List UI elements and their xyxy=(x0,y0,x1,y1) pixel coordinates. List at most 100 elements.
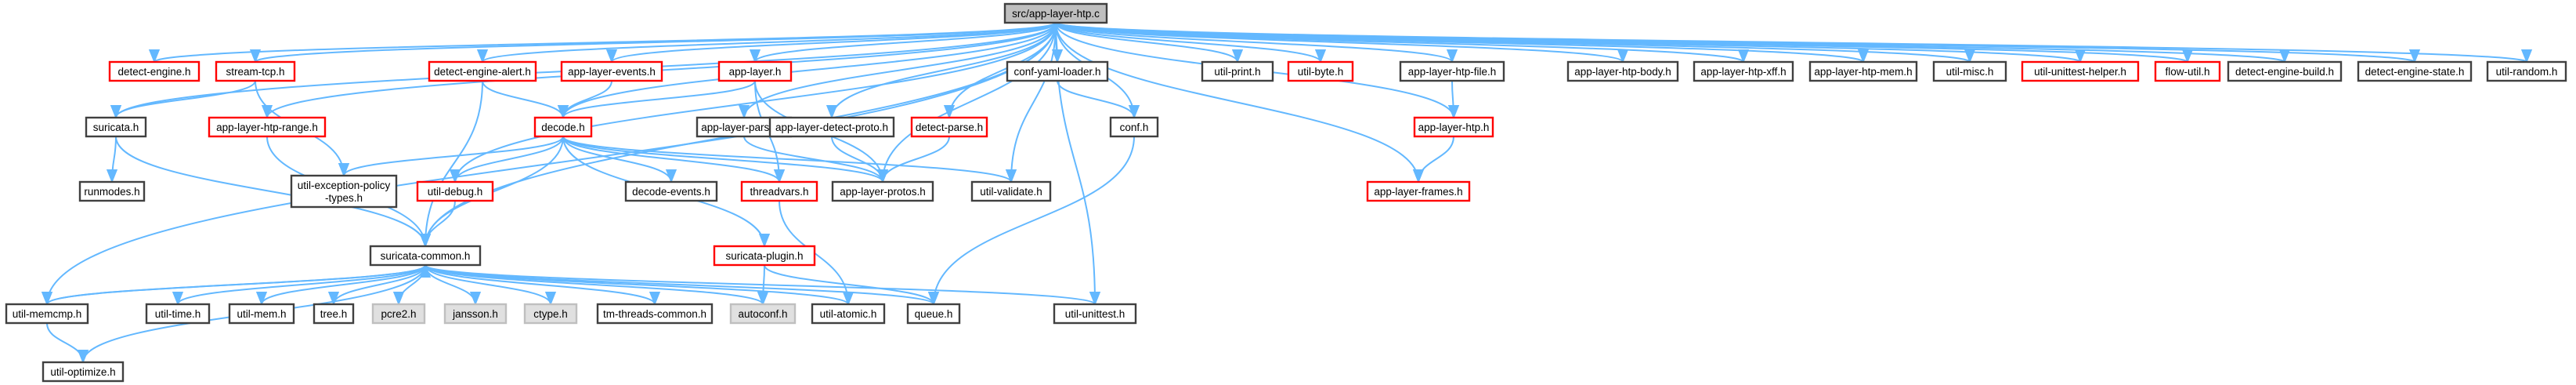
node-app-layer-htp-range[interactable]: app-layer-htp-range.h xyxy=(208,116,327,138)
node-app-layer-protos[interactable]: app-layer-protos.h xyxy=(831,180,934,202)
node-flow-util[interactable]: flow-util.h xyxy=(2154,60,2221,82)
node-util-byte[interactable]: util-byte.h xyxy=(1287,60,1354,82)
node-box xyxy=(768,116,895,138)
node-app-layer-detect-proto[interactable]: app-layer-detect-proto.h xyxy=(768,116,895,138)
node-label: tree.h xyxy=(320,308,348,320)
node-queue[interactable]: queue.h xyxy=(906,303,961,325)
node-box xyxy=(533,116,593,138)
node-app-layer-frames[interactable]: app-layer-frames.h xyxy=(1366,180,1471,202)
node-detect-parse[interactable]: detect-parse.h xyxy=(910,116,988,138)
node-label: decode-events.h xyxy=(632,186,710,198)
node-util-debug[interactable]: util-debug.h xyxy=(416,180,494,202)
node-util-misc[interactable]: util-misc.h xyxy=(1932,60,2007,82)
node-util-memcmp[interactable]: util-memcmp.h xyxy=(5,303,89,325)
node-decode[interactable]: decode.h xyxy=(533,116,593,138)
edge-root-to-util-memcmp xyxy=(41,22,1057,306)
node-autoconf[interactable]: autoconf.h xyxy=(729,303,797,325)
edge-detect-engine-alert-to-decode xyxy=(482,80,569,119)
node-detect-engine-alert[interactable]: detect-engine-alert.h xyxy=(428,60,537,82)
node-ctype[interactable]: ctype.h xyxy=(523,303,578,325)
node-util-unittest-helper[interactable]: util-unittest-helper.h xyxy=(2021,60,2140,82)
node-pcre2[interactable]: pcre2.h xyxy=(371,303,426,325)
node-detect-engine-state[interactable]: detect-engine-state.h xyxy=(2357,60,2473,82)
node-label: conf-yaml-loader.h xyxy=(1013,66,1100,78)
edge-root-to-app-layer-events xyxy=(606,22,1057,64)
edge-conf-to-queue xyxy=(927,136,1135,306)
node-app-layer-htp[interactable]: app-layer-htp.h xyxy=(1413,116,1494,138)
node-util-exception-policy-types[interactable]: util-exception-policy-types.h xyxy=(290,174,398,209)
node-label: app-layer-htp-mem.h xyxy=(1814,66,1912,78)
node-label: detect-engine-state.h xyxy=(2365,66,2465,78)
node-util-mem[interactable]: util-mem.h xyxy=(228,303,295,325)
node-util-validate[interactable]: util-validate.h xyxy=(970,180,1052,202)
node-label: detect-parse.h xyxy=(916,122,983,133)
node-box xyxy=(2486,60,2567,82)
node-box xyxy=(560,60,663,82)
node-box xyxy=(416,180,494,202)
node-conf[interactable]: conf.h xyxy=(1109,116,1159,138)
node-app-layer-htp-xff[interactable]: app-layer-htp-xff.h xyxy=(1693,60,1794,82)
node-tm-threads-common[interactable]: tm-threads-common.h xyxy=(596,303,714,325)
node-label: app-layer-htp.h xyxy=(1418,122,1490,133)
edge-stream-tcp-to-suricata xyxy=(110,80,256,119)
node-box xyxy=(369,245,482,267)
node-conf-yaml-loader[interactable]: conf-yaml-loader.h xyxy=(1006,60,1109,82)
node-box xyxy=(42,361,125,383)
node-app-layer-htp-mem[interactable]: app-layer-htp-mem.h xyxy=(1808,60,1918,82)
node-box xyxy=(1003,2,1108,24)
node-threadvars[interactable]: threadvars.h xyxy=(740,180,818,202)
edge-root-to-util-validate xyxy=(1005,22,1057,183)
edge-app-layer-parser-to-app-layer-protos xyxy=(743,136,889,183)
node-suricata-common[interactable]: suricata-common.h xyxy=(369,245,482,267)
node-label: util-debug.h xyxy=(428,186,483,198)
node-label: app-layer.h xyxy=(729,66,782,78)
edge-app-layer-htp-to-app-layer-frames xyxy=(1412,136,1454,183)
node-util-atomic[interactable]: util-atomic.h xyxy=(811,303,886,325)
node-decode-events[interactable]: decode-events.h xyxy=(624,180,718,202)
node-util-time[interactable]: util-time.h xyxy=(145,303,211,325)
node-jansson[interactable]: jansson.h xyxy=(443,303,508,325)
node-label: stream-tcp.h xyxy=(226,66,284,78)
edge-app-layer-detect-proto-to-app-layer-protos xyxy=(831,136,889,183)
node-box xyxy=(1053,303,1137,325)
node-label: app-layer-htp-body.h xyxy=(1574,66,1671,78)
node-root[interactable]: src/app-layer-htp.c xyxy=(1003,2,1108,24)
node-box xyxy=(1693,60,1794,82)
node-box xyxy=(290,174,398,209)
node-app-layer-htp-body[interactable]: app-layer-htp-body.h xyxy=(1566,60,1679,82)
node-label: util-random.h xyxy=(2496,66,2558,78)
edge-decode-to-util-exception-policy-types xyxy=(338,136,564,177)
node-suricata[interactable]: suricata.h xyxy=(85,116,147,138)
node-util-optimize[interactable]: util-optimize.h xyxy=(42,361,125,383)
node-label: util-validate.h xyxy=(980,186,1042,198)
node-util-unittest[interactable]: util-unittest.h xyxy=(1053,303,1137,325)
node-label: app-layer-protos.h xyxy=(840,186,926,198)
node-label: src/app-layer-htp.c xyxy=(1012,8,1100,20)
node-app-layer[interactable]: app-layer.h xyxy=(717,60,793,82)
node-detect-engine[interactable]: detect-engine.h xyxy=(108,60,201,82)
node-box xyxy=(831,180,934,202)
node-box xyxy=(717,60,793,82)
node-box xyxy=(1201,60,1274,82)
node-box xyxy=(624,180,718,202)
node-stream-tcp[interactable]: stream-tcp.h xyxy=(215,60,296,82)
node-app-layer-htp-file[interactable]: app-layer-htp-file.h xyxy=(1399,60,1505,82)
node-runmodes[interactable]: runmodes.h xyxy=(78,180,146,202)
edge-detect-parse-to-app-layer-protos xyxy=(876,136,950,183)
node-box xyxy=(1287,60,1354,82)
node-util-random[interactable]: util-random.h xyxy=(2486,60,2567,82)
edge-root-to-detect-engine-alert xyxy=(477,22,1057,64)
edge-suricata-common-to-util-time xyxy=(172,264,426,306)
node-label: queue.h xyxy=(915,308,953,320)
node-app-layer-events[interactable]: app-layer-events.h xyxy=(560,60,663,82)
node-tree[interactable]: tree.h xyxy=(313,303,355,325)
node-suricata-plugin[interactable]: suricata-plugin.h xyxy=(713,245,816,267)
node-detect-engine-build[interactable]: detect-engine-build.h xyxy=(2227,60,2343,82)
node-label: threadvars.h xyxy=(750,186,808,198)
node-label: util-unittest-helper.h xyxy=(2034,66,2126,78)
node-box xyxy=(371,303,426,325)
node-util-print[interactable]: util-print.h xyxy=(1201,60,1274,82)
node-box xyxy=(208,116,327,138)
edge-suricata-common-to-util-unittest xyxy=(425,264,1100,306)
edge-decode-to-app-layer-protos xyxy=(562,136,888,183)
